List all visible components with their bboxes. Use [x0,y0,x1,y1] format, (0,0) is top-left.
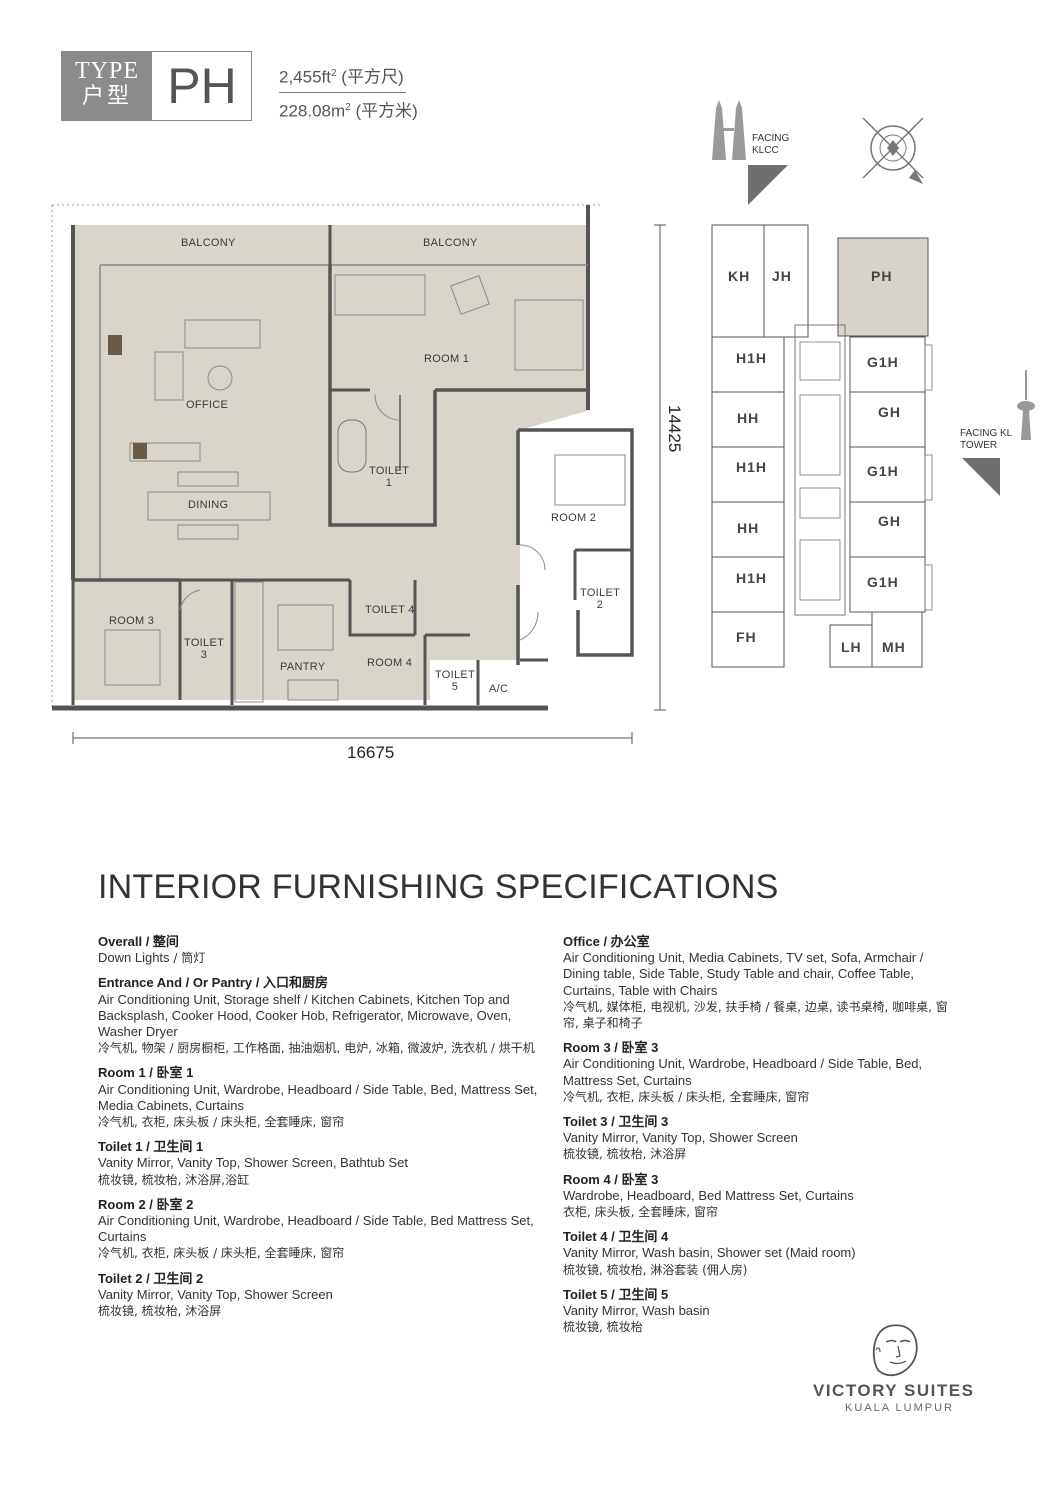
spec-toilet1: Toilet 1 / 卫生间 1 Vanity Mirror, Vanity T… [98,1139,408,1187]
spec-toilet2: Toilet 2 / 卫生间 2 Vanity Mirror, Vanity T… [98,1270,333,1319]
type-label-en: TYPE [75,58,139,84]
specs-left-column: Overall / 整间 Down Lights / 筒灯 Entrance A… [98,934,538,1328]
spec-toilet4: Toilet 4 / 卫生间 4 Vanity Mirror, Wash bas… [563,1229,856,1277]
unit-h1h-3: H1H [736,570,768,586]
unit-g1h-3: G1H [867,574,899,590]
logo-name: VICTORY SUITES [813,1381,975,1400]
unit-hh-2: HH [737,520,760,536]
unit-gh-2: GH [878,513,901,529]
unit-hh-1: HH [737,410,760,426]
label-balcony-left: BALCONY [181,237,236,249]
spec-room2: Room 2 / 卧室 2 Air Conditioning Unit, War… [98,1196,534,1261]
unit-gh-1: GH [878,404,901,420]
spec-room1: Room 1 / 卧室 1 Air Conditioning Unit, War… [98,1065,538,1130]
spec-office: Office / 办公室 Air Conditioning Unit, Medi… [563,934,948,1031]
unit-ph: PH [871,268,893,284]
spec-room4: Room 4 / 卧室 3 Wardrobe, Headboard, Bed M… [563,1171,854,1220]
specs-title: INTERIOR FURNISHING SPECIFICATIONS [98,868,779,906]
unit-g1h-2: G1H [867,463,899,479]
label-toilet4: TOILET 4 [365,604,415,616]
label-room3: ROOM 3 [109,615,155,627]
type-label-cn: 户型 [81,84,132,109]
label-room1: ROOM 1 [424,353,470,365]
floor-plan-drawing [51,100,1035,744]
label-room2: ROOM 2 [551,512,597,524]
unit-h1h-2: H1H [736,459,768,475]
victory-suites-logo-icon [872,1324,918,1377]
klcc-towers-icon [712,100,788,205]
spec-entrance-pantry: Entrance And / Or Pantry / 入口和厨房 Air Con… [98,975,535,1056]
area-sqft: 2,455ft2 (平方尺) [279,59,406,93]
logo-subtitle: KUALA LUMPUR [845,1402,954,1414]
label-room4: ROOM 4 [367,657,413,669]
unit-mh: MH [882,639,906,655]
area-sqm: 228.08m2 (平方米) [279,101,418,121]
type-label-block: TYPE 户型 [62,52,152,120]
label-ac: A/C [489,683,509,695]
spec-toilet3: Toilet 3 / 卫生间 3 Vanity Mirror, Vanity T… [563,1114,798,1162]
unit-kh: KH [728,268,751,284]
specs-right-column: Office / 办公室 Air Conditioning Unit, Medi… [563,934,963,1344]
label-pantry: PANTRY [280,661,326,673]
dimension-height: 14425 [665,405,684,453]
spec-room3: Room 3 / 卧室 3 Air Conditioning Unit, War… [563,1040,923,1104]
unit-h1h-1: H1H [736,350,768,366]
spec-overall: Overall / 整间 Down Lights / 筒灯 [98,934,206,966]
dimension-width: 16675 [347,743,395,762]
label-dining: DINING [188,499,229,511]
unit-type-code: PH [167,58,237,114]
unit-jh: JH [772,268,792,284]
label-balcony-right: BALCONY [423,237,478,249]
unit-fh: FH [736,629,757,645]
key-plan [711,224,933,668]
unit-area: 2,455ft2 (平方尺) 228.08m2 (平方米) [279,59,418,125]
spec-toilet5: Toilet 5 / 卫生间 5 Vanity Mirror, Wash bas… [563,1286,710,1335]
label-office: OFFICE [186,399,229,411]
unit-lh: LH [841,639,862,655]
unit-g1h-1: G1H [867,354,899,370]
unit-type-badge: TYPE 户型 PH [61,51,252,121]
compass-icon [862,117,924,184]
kl-tower-icon [962,370,1035,496]
